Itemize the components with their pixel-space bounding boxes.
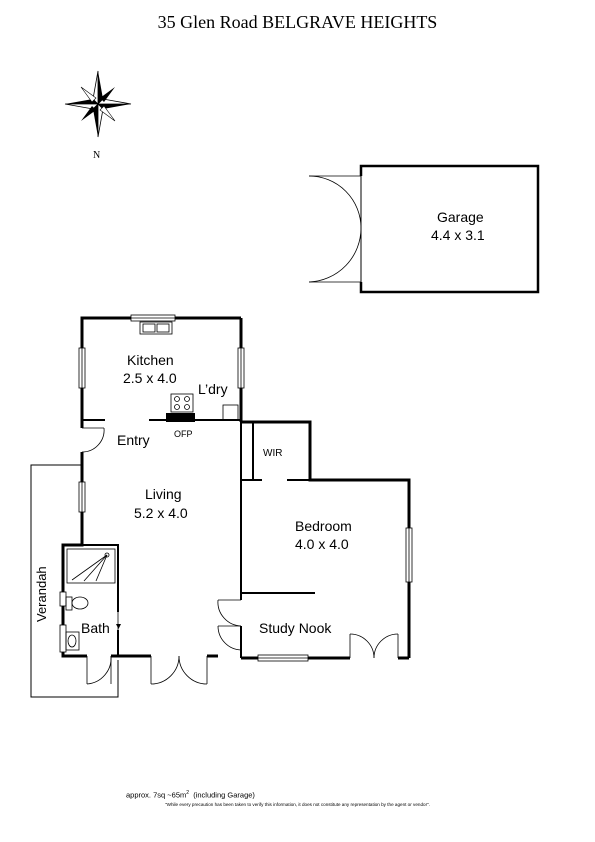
compass-rose-icon [64, 70, 132, 138]
kitchen-label: Kitchen [127, 352, 174, 368]
wir-label: WIR [263, 448, 282, 459]
area-note: approx. 7sq ~65m2 (including Garage) [126, 790, 426, 800]
fireplace-label: OFP [174, 429, 193, 439]
house-walls [61, 316, 411, 660]
garage-door-icon [308, 175, 362, 283]
garage-label: Garage [437, 209, 484, 225]
property-address-title: 35 Glen Road BELGRAVE HEIGHTS [157, 12, 438, 32]
verandah-label: Verandah [34, 566, 49, 622]
bath-label: Bath [81, 620, 110, 636]
laundry-label: L’dry [198, 381, 228, 397]
study-nook-label: Study Nook [259, 620, 332, 636]
doors [81, 427, 399, 685]
compass-north-label: N [93, 150, 100, 161]
living-size: 5.2 x 4.0 [134, 505, 188, 521]
cooktop-icon [170, 393, 194, 413]
bedroom-label: Bedroom [295, 518, 352, 534]
bedroom-size: 4.0 x 4.0 [295, 536, 349, 552]
toilet-icon [65, 596, 89, 611]
area-unit-superscript: 2 [186, 790, 190, 796]
disclaimer: "While every precaution has been taken t… [165, 802, 430, 807]
living-label: Living [145, 486, 182, 502]
kitchen-sink-icon [139, 321, 173, 335]
laundry-tub-icon [222, 404, 239, 421]
area-prefix: approx. 7sq ~65m [126, 790, 187, 800]
windows [59, 314, 413, 662]
kitchen-size: 2.5 x 4.0 [123, 370, 177, 386]
area-suffix: (including Garage) [193, 790, 255, 800]
basin-icon [65, 631, 80, 651]
entry-label: Entry [117, 432, 150, 448]
fireplace-icon [166, 413, 195, 422]
garage-size: 4.4 x 3.1 [431, 227, 485, 243]
bath-arrow-icon [116, 624, 121, 629]
interior-walls [63, 419, 315, 658]
shower-icon [66, 548, 116, 584]
verandah-outline [30, 464, 119, 698]
